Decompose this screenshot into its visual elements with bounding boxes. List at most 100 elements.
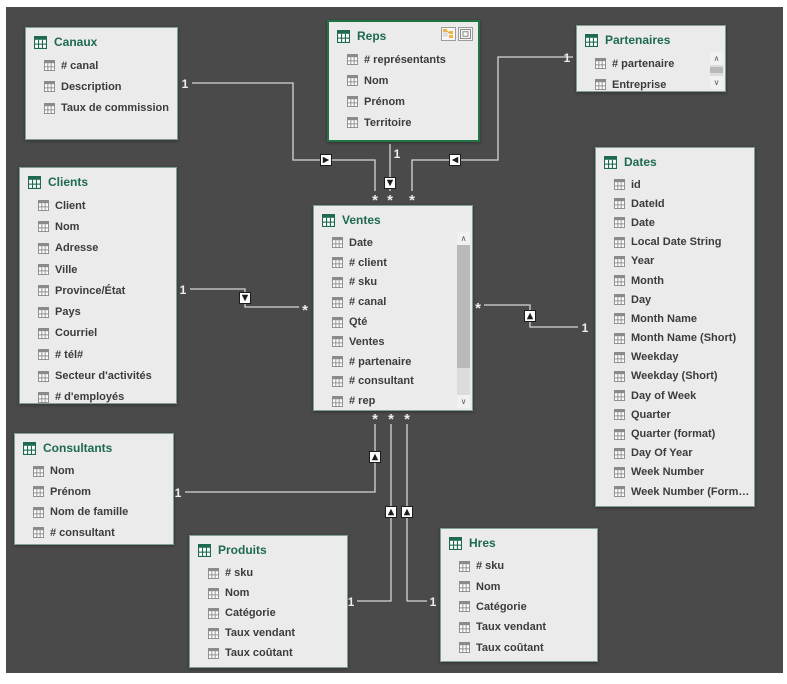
table-header-clients[interactable]: Clients [20,168,176,193]
field-row-ventes[interactable]: # rep [314,391,472,410]
scroll-down-button[interactable]: ∨ [710,76,723,89]
field-row-clients[interactable]: Client [20,195,176,216]
field-row-reps[interactable]: Prénom [329,91,478,112]
field-row-dates[interactable]: Month [596,271,754,290]
vertical-scrollbar[interactable]: ∧∨ [710,52,723,89]
field-row-dates[interactable]: Day Of Year [596,444,754,463]
field-row-clients[interactable]: Province/État [20,280,176,301]
relationship-line[interactable] [185,424,376,493]
field-row-dates[interactable]: Local Date String [596,233,754,252]
field-row-dates[interactable]: Day of Week [596,386,754,405]
table-header-dates[interactable]: Dates [596,148,754,173]
field-row-canaux[interactable]: Taux de commission [26,98,177,119]
field-row-hres[interactable]: Taux coûtant [441,638,597,658]
field-row-clients[interactable]: Pays [20,301,176,322]
field-row-produits[interactable]: Taux coûtant [190,643,347,663]
field-row-dates[interactable]: Weekday (Short) [596,367,754,386]
field-row-dates[interactable]: Month Name (Short) [596,329,754,348]
field-row-canaux[interactable]: # canal [26,55,177,76]
vertical-scrollbar[interactable]: ∧∨ [457,232,470,408]
field-row-dates[interactable]: Week Number (Form… [596,482,754,501]
field-row-clients[interactable]: Secteur d'activités [20,365,176,386]
field-row-ventes[interactable]: # canal [314,292,472,312]
scrollbar-track[interactable] [710,65,723,76]
field-row-consultants[interactable]: Nom de famille [15,502,173,523]
field-row-dates[interactable]: Quarter (format) [596,424,754,443]
field-row-reps[interactable]: Nom [329,70,478,91]
field-row-dates[interactable]: DateId [596,194,754,213]
relationship-line[interactable] [192,82,376,191]
table-header-produits[interactable]: Produits [190,536,347,561]
field-row-consultants[interactable]: Nom [15,461,173,482]
field-row-hres[interactable]: Catégorie [441,597,597,617]
relationship-reps-ventes[interactable]: 1* [384,144,401,209]
field-row-produits[interactable]: # sku [190,563,347,583]
field-row-clients[interactable]: # tél# [20,344,176,365]
field-row-hres[interactable]: Nom [441,576,597,596]
focus-mode-icon[interactable] [458,27,473,41]
field-row-dates[interactable]: Weekday [596,348,754,367]
relationship-line[interactable] [406,424,427,602]
field-row-dates[interactable]: Date [596,213,754,232]
field-row-clients[interactable]: # d'employés [20,387,176,403]
field-row-canaux[interactable]: Description [26,76,177,97]
field-row-ventes[interactable]: Date [314,233,472,253]
field-row-ventes[interactable]: Ventes [314,332,472,352]
table-header-ventes[interactable]: Ventes [314,206,472,231]
relationship-consultants-ventes[interactable]: 1* [175,411,381,500]
field-row-partenaires[interactable]: Entreprise [577,74,725,91]
field-row-produits[interactable]: Nom [190,583,347,603]
field-row-hres[interactable]: Taux vendant [441,617,597,637]
scrollbar-thumb[interactable] [457,245,470,368]
table-header-canaux[interactable]: Canaux [26,28,177,53]
field-row-ventes[interactable]: # consultant [314,372,472,392]
relationship-dates-ventes[interactable]: 1* [475,300,589,335]
field-row-consultants[interactable]: # consultant [15,523,173,544]
relationship-line[interactable] [357,424,392,602]
field-row-ventes[interactable]: # sku [314,273,472,293]
table-header-reps[interactable]: Reps [329,22,478,47]
field-row-reps[interactable]: # représentants [329,49,478,70]
field-row-produits[interactable]: Catégorie [190,603,347,623]
relationship-line[interactable] [190,288,299,308]
field-row-dates[interactable]: Week Number [596,463,754,482]
field-row-partenaires[interactable]: # partenaire [577,53,725,74]
relationship-line[interactable] [484,304,578,328]
relationship-clients-ventes[interactable]: 1* [180,283,308,319]
scrollbar-track[interactable] [457,245,470,395]
field-row-clients[interactable]: Adresse [20,238,176,259]
field-row-clients[interactable]: Courriel [20,323,176,344]
field-row-hres[interactable]: # sku [441,556,597,576]
field-row-produits[interactable]: Taux vendant [190,623,347,643]
field-row-ventes[interactable]: # partenaire [314,352,472,372]
scroll-down-button[interactable]: ∨ [457,395,470,408]
table-header-partenaires[interactable]: Partenaires [577,26,725,51]
related-tables-icon[interactable] [441,27,456,41]
field-row-dates[interactable]: Day [596,290,754,309]
field-row-ventes[interactable]: Qté [314,312,472,332]
table-header-hres[interactable]: Hres [441,529,597,554]
relationship-line[interactable] [411,56,573,191]
field-row-clients[interactable]: Ville [20,259,176,280]
table-header-consultants[interactable]: Consultants [15,434,173,459]
field-row-dates[interactable]: Year [596,252,754,271]
field-row-dates[interactable]: Quarter [596,405,754,424]
scroll-up-button[interactable]: ∧ [457,232,470,245]
field-row-dates[interactable]: Month Name [596,309,754,328]
field-row-consultants[interactable]: Prénom [15,482,173,503]
relationship-canaux-ventes[interactable]: 1* [182,77,378,209]
field-row-clients[interactable]: Nom [20,216,176,237]
field-row-ventes[interactable]: # client [314,253,472,273]
scrollbar-thumb[interactable] [710,66,723,74]
field-row-reps[interactable]: Territoire [329,112,478,133]
scroll-up-button[interactable]: ∧ [710,52,723,65]
